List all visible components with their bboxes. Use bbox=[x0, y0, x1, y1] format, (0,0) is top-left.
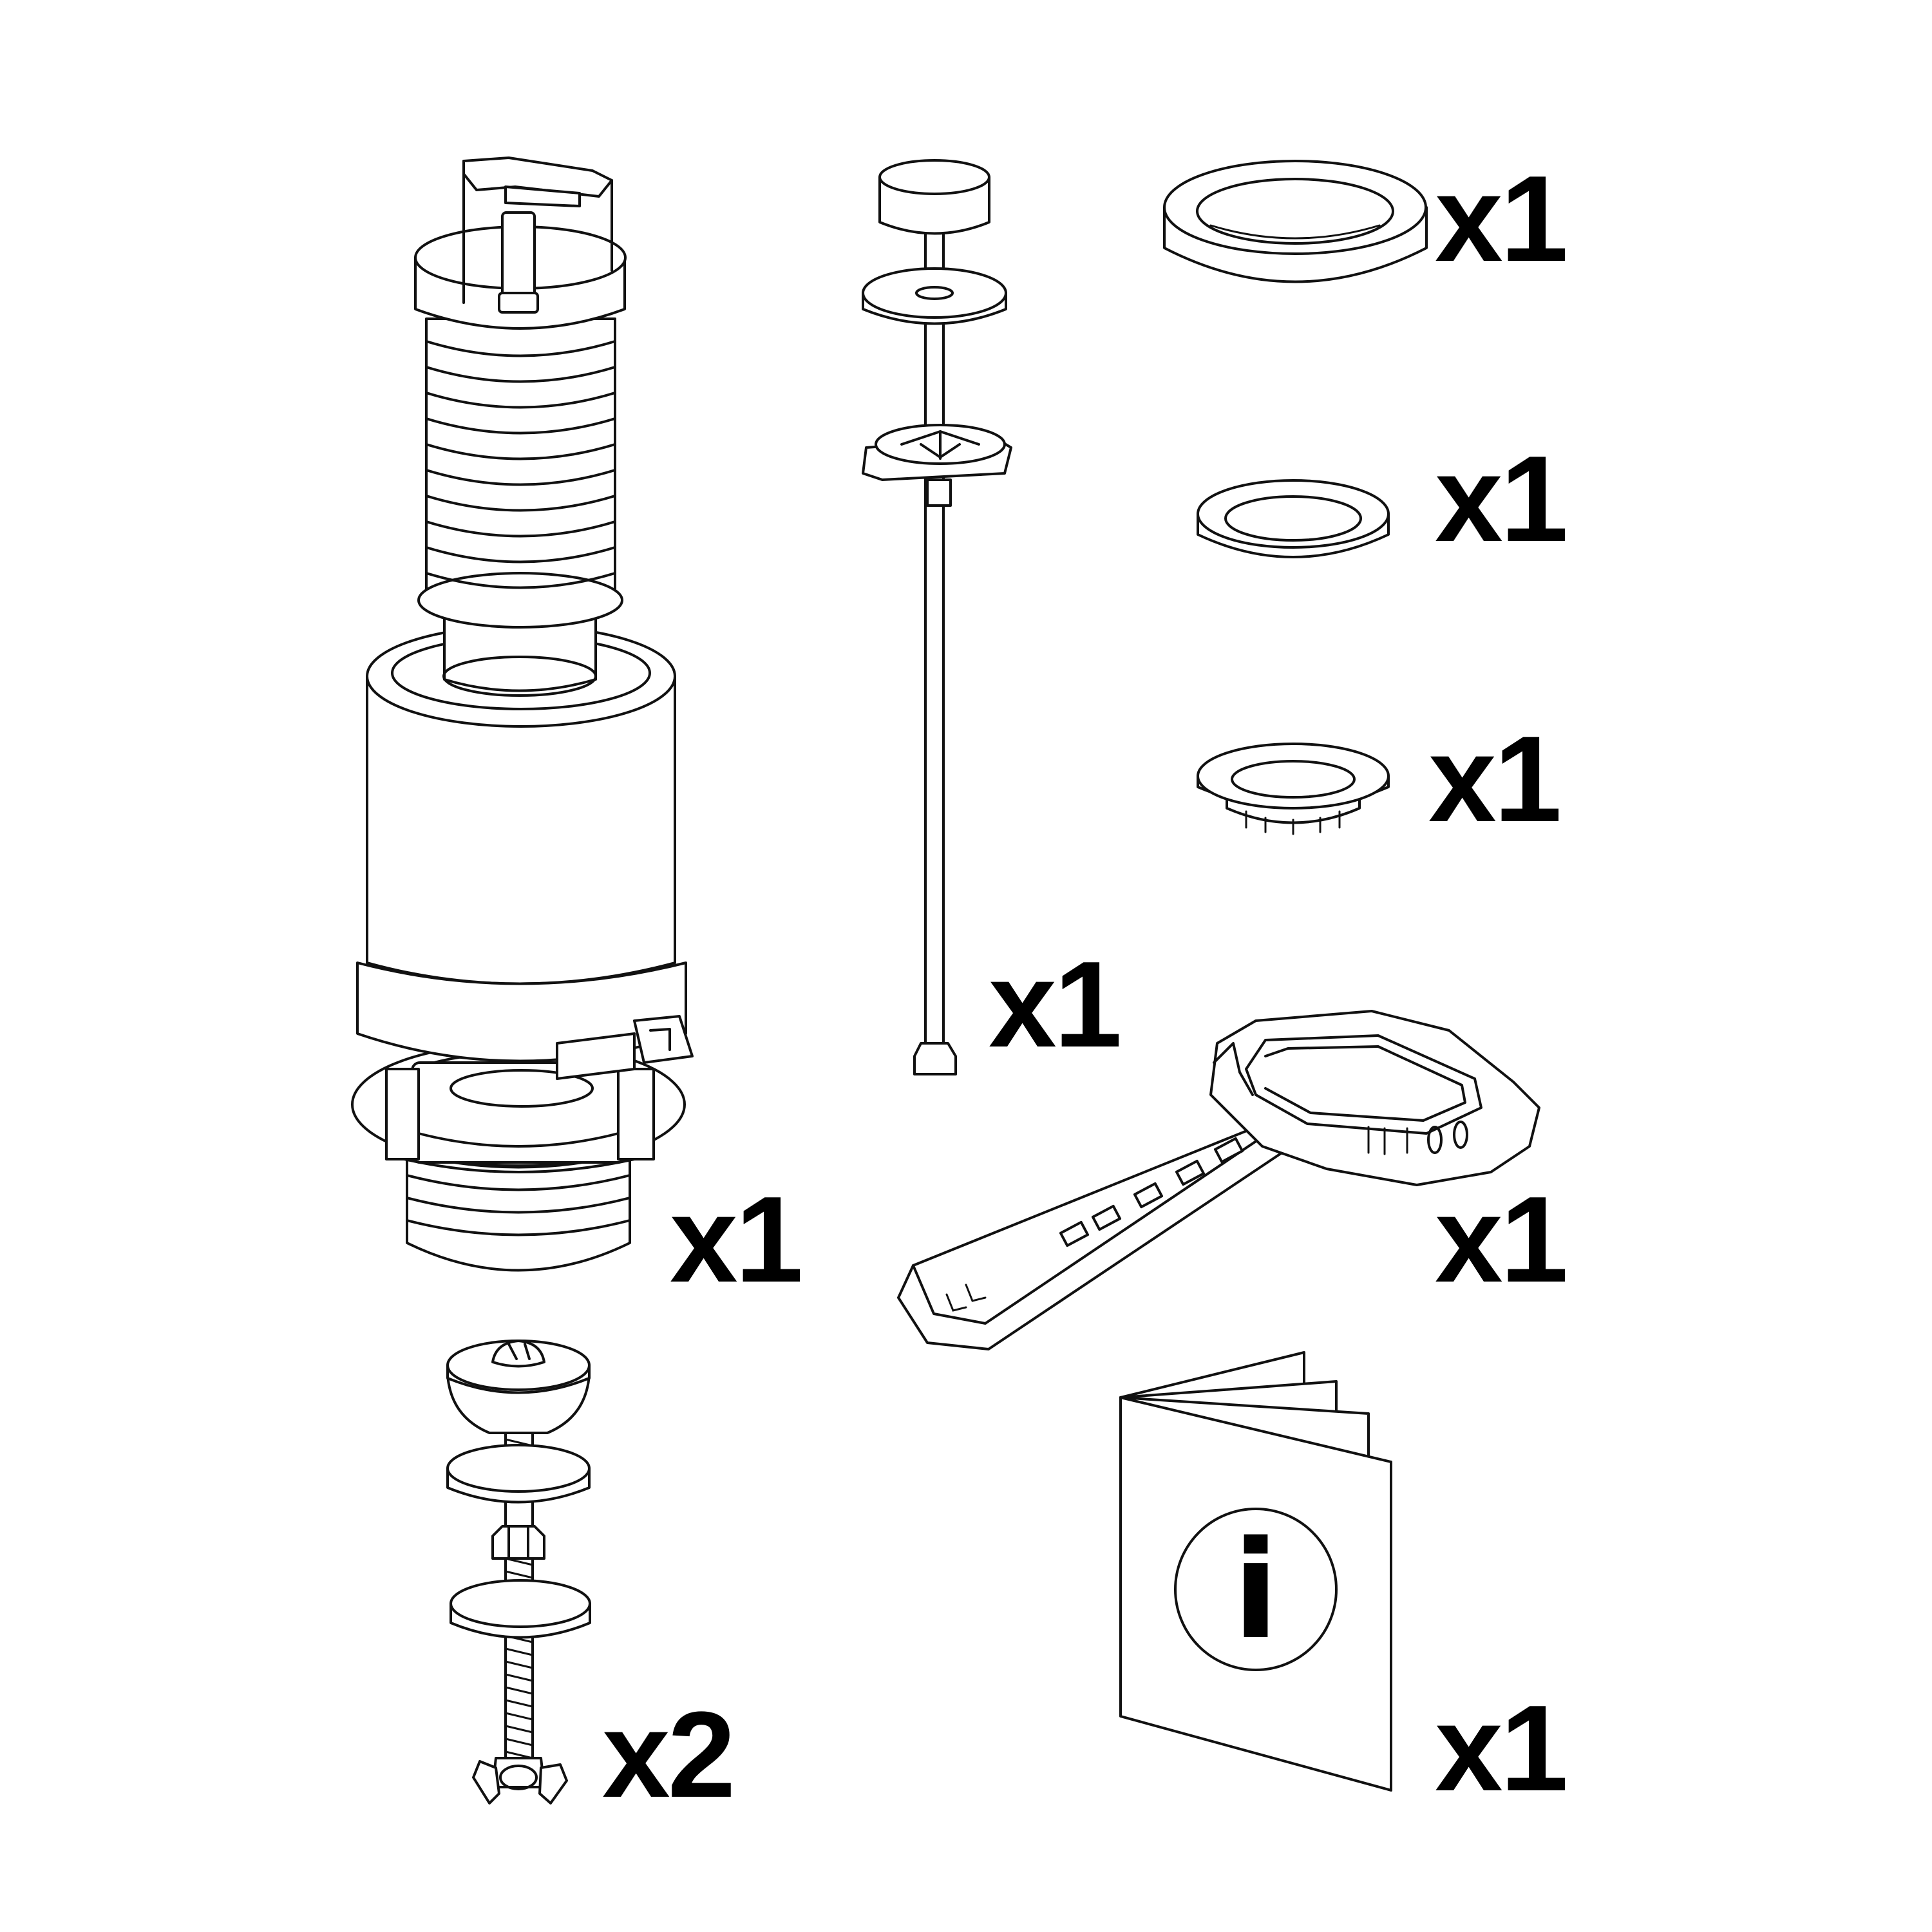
rod-guide-bracket bbox=[862, 424, 1012, 507]
bolt-lower-washer bbox=[450, 1579, 591, 1639]
flush-valve-body bbox=[356, 625, 694, 1080]
instruction-booklet-quantity: x1 bbox=[1435, 1680, 1568, 1817]
flush-valve-illustration bbox=[351, 156, 694, 1272]
info-circle-icon bbox=[1174, 1508, 1338, 1671]
bolt-head bbox=[446, 1340, 591, 1434]
bolt-wing-nut bbox=[472, 1757, 568, 1804]
large-seal-ring-quantity: x1 bbox=[1435, 151, 1568, 287]
flush-valve-cage bbox=[351, 1042, 686, 1173]
rod-push-knob bbox=[878, 159, 990, 298]
spanner-wrench-quantity: x1 bbox=[1435, 1171, 1568, 1308]
large-seal-ring-illustration bbox=[1163, 160, 1428, 283]
tank-bolt-set-illustration bbox=[446, 1340, 591, 1804]
bolt-nut bbox=[491, 1525, 545, 1560]
instruction-booklet-illustration bbox=[1119, 1351, 1392, 1792]
flush-valve-quantity: x1 bbox=[670, 1171, 803, 1308]
flush-valve-stem bbox=[462, 156, 613, 314]
rod-washer bbox=[862, 267, 1007, 325]
small-flanged-seal-quantity: x1 bbox=[1428, 711, 1562, 848]
small-flanged-seal-illustration bbox=[1197, 743, 1390, 835]
info-icon-letter: i bbox=[1233, 1511, 1279, 1669]
tank-bolt-set-quantity: x2 bbox=[602, 1687, 735, 1823]
spanner-wrench-illustration bbox=[897, 1010, 1540, 1350]
actuator-rod-illustration bbox=[862, 159, 1012, 1075]
actuator-rod-quantity: x1 bbox=[989, 936, 1122, 1073]
bolt-upper-washer bbox=[446, 1444, 591, 1504]
medium-seal-ring-quantity: x1 bbox=[1435, 431, 1568, 567]
flush-valve-neck bbox=[442, 617, 597, 697]
medium-seal-ring-illustration bbox=[1197, 479, 1390, 558]
flush-valve-thread bbox=[406, 1132, 631, 1272]
flush-valve-bellows bbox=[417, 317, 623, 629]
